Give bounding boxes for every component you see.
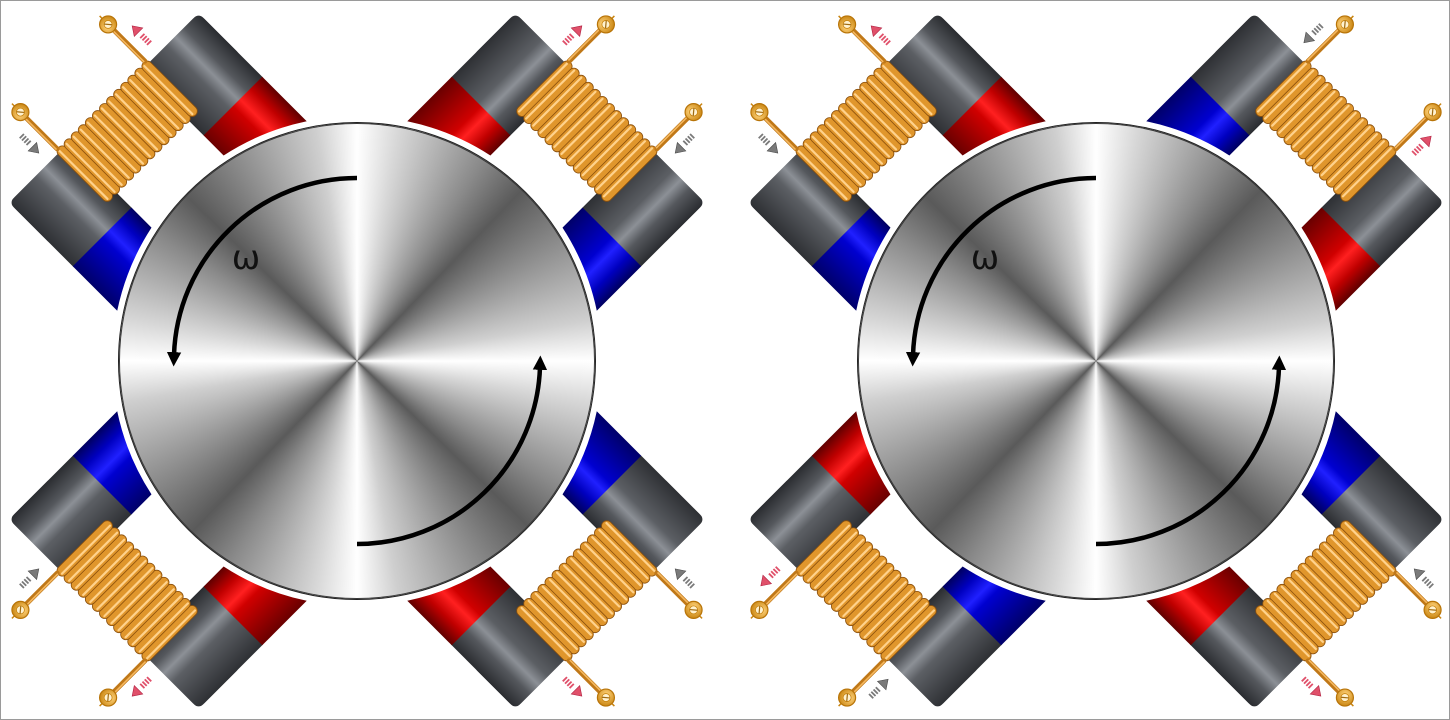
coil-lead	[1305, 15, 1355, 64]
rotation-arrow-icon	[166, 175, 358, 367]
south-pole-tip	[1146, 76, 1250, 156]
south-pole-tip	[1301, 411, 1381, 515]
terminal-icon	[837, 15, 857, 34]
current-out-arrow-icon	[562, 676, 583, 697]
stator-bottom-right	[407, 411, 703, 707]
rotation-arrow-icon	[356, 355, 548, 547]
rotor-left	[119, 123, 595, 599]
terminal-icon	[98, 15, 118, 34]
terminal-icon	[837, 688, 857, 707]
coil-lead	[750, 570, 799, 620]
copper-coil	[56, 60, 198, 202]
coil-lead	[11, 570, 60, 620]
terminal-icon	[11, 600, 30, 620]
coil-lead	[1305, 658, 1355, 707]
north-pole-tip	[942, 76, 1046, 156]
north-pole-tip	[407, 566, 511, 646]
south-pole-tip	[942, 566, 1046, 646]
terminal-icon	[596, 15, 616, 34]
copper-coil	[795, 60, 937, 202]
current-in-arrow-icon	[1413, 568, 1434, 589]
stator-top-right	[407, 15, 703, 311]
current-out-arrow-icon	[131, 676, 152, 697]
south-pole-tip	[562, 207, 642, 311]
coil-lead	[654, 570, 703, 620]
copper-coil	[56, 520, 198, 662]
omega-label: ω	[971, 238, 999, 278]
current-in-arrow-icon	[674, 568, 695, 589]
coil-lead	[750, 102, 799, 152]
terminal-icon	[1423, 102, 1442, 122]
rotor-right	[858, 123, 1334, 599]
current-in-arrow-icon	[19, 133, 40, 154]
terminal-icon	[1335, 688, 1355, 707]
south-pole-tip	[72, 207, 152, 311]
terminal-icon	[750, 102, 769, 122]
current-out-arrow-icon	[760, 566, 781, 587]
north-pole-tip	[407, 76, 511, 156]
stator-bottom-right	[1146, 411, 1442, 707]
coil-lead	[11, 102, 60, 152]
current-in-arrow-icon	[868, 678, 889, 699]
coil-lead	[837, 658, 887, 707]
coil-lead	[98, 658, 148, 707]
terminal-icon	[98, 688, 118, 707]
coil-lead	[1393, 102, 1442, 152]
coil-lead	[566, 15, 616, 64]
north-pole-tip	[203, 566, 307, 646]
terminal-icon	[684, 102, 703, 122]
stator-bottom-left	[750, 411, 1046, 707]
current-out-arrow-icon	[1301, 676, 1322, 697]
current-out-arrow-icon	[131, 25, 152, 46]
coil-lead	[566, 658, 616, 707]
current-out-arrow-icon	[1411, 135, 1432, 156]
current-in-arrow-icon	[758, 133, 779, 154]
current-out-arrow-icon	[870, 25, 891, 46]
south-pole-tip	[562, 411, 642, 515]
stator-top-left	[11, 15, 307, 311]
north-pole-tip	[811, 411, 891, 515]
north-pole-tip	[1146, 566, 1250, 646]
south-pole-tip	[811, 207, 891, 311]
current-in-arrow-icon	[1303, 23, 1324, 44]
terminal-icon	[596, 688, 616, 707]
terminal-icon	[750, 600, 769, 620]
copper-coil	[516, 520, 658, 662]
copper-coil	[1255, 520, 1397, 662]
coil-lead	[837, 15, 887, 64]
current-in-arrow-icon	[674, 133, 695, 154]
copper-coil	[795, 520, 937, 662]
current-in-arrow-icon	[19, 568, 40, 589]
terminal-icon	[684, 600, 703, 620]
stator-top-left	[750, 15, 1046, 311]
coil-lead	[1393, 570, 1442, 620]
stator-top-right	[1146, 15, 1442, 311]
copper-coil	[516, 60, 658, 202]
south-pole-tip	[72, 411, 152, 515]
rotation-arrow-icon	[1095, 355, 1287, 547]
terminal-icon	[1335, 15, 1355, 34]
current-out-arrow-icon	[562, 25, 583, 46]
north-pole-tip	[203, 76, 307, 156]
rotation-arrow-icon	[905, 175, 1097, 367]
stator-bottom-left	[11, 411, 307, 707]
terminal-icon	[11, 102, 30, 122]
coil-lead	[654, 102, 703, 152]
coil-lead	[98, 15, 148, 64]
copper-coil	[1255, 60, 1397, 202]
terminal-icon	[1423, 600, 1442, 620]
omega-label: ω	[232, 238, 260, 278]
north-pole-tip	[1301, 207, 1381, 311]
